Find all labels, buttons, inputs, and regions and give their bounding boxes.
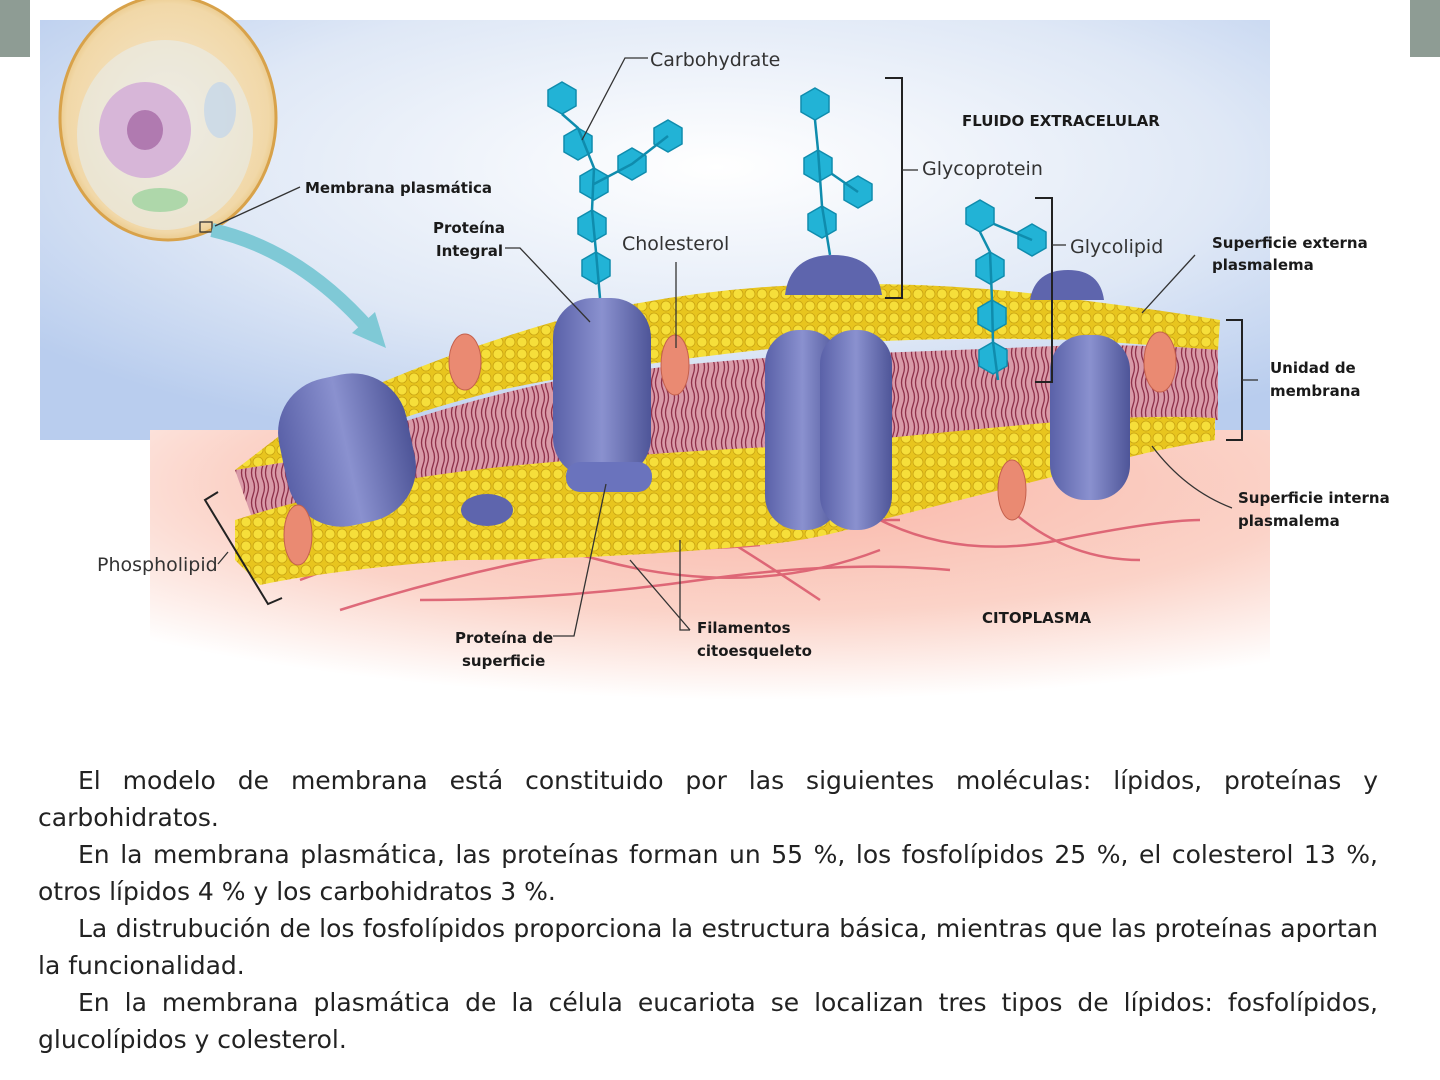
surface-protein xyxy=(566,462,652,492)
phospholipid-bracket xyxy=(203,491,283,606)
label-filamentos-2: citoesqueleto xyxy=(697,642,812,660)
label-proteina-superficie-1: Proteína de xyxy=(455,629,553,647)
channel-protein-right xyxy=(820,330,892,530)
label-citoplasma: CITOPLASMA xyxy=(982,609,1091,627)
label-glycolipid: Glycolipid xyxy=(1070,236,1163,258)
inner-leaflet-surface xyxy=(235,416,1215,585)
glycoprotein-dome xyxy=(785,255,882,295)
leader-proteina-integral xyxy=(505,247,591,323)
label-phospholipid: Phospholipid xyxy=(97,554,218,576)
peripheral-protein-dome xyxy=(1030,270,1104,300)
label-superficie-externa-1: Superficie externa xyxy=(1212,234,1368,252)
label-proteina-superficie-2: superficie xyxy=(462,652,545,670)
label-superficie-interna-1: Superficie interna xyxy=(1238,489,1390,507)
leader-filamentos xyxy=(629,540,691,631)
carbohydrate-bonds xyxy=(561,113,1033,381)
leader-phospholipid xyxy=(217,551,229,565)
zoom-arrow xyxy=(210,223,376,335)
label-proteina-integral-2: Integral xyxy=(436,242,503,260)
label-glycoprotein: Glycoprotein xyxy=(922,158,1043,180)
membrane-diagram: Carbohydrate FLUIDO EXTRACELULAR Glycopr… xyxy=(40,0,1390,700)
glycoprotein-bracket xyxy=(885,77,903,299)
label-filamentos-1: Filamentos xyxy=(697,619,791,637)
glycolipid-bracket xyxy=(1035,197,1053,383)
outer-leaflet-surface xyxy=(235,284,1220,470)
leader-proteina-superficie xyxy=(553,483,607,637)
transmembrane-protein-left xyxy=(278,373,416,527)
leader-superficie-interna xyxy=(1151,445,1233,509)
corner-decoration-left xyxy=(0,0,30,57)
leader-membrana-plasmatica xyxy=(214,186,301,227)
label-proteina-integral-1: Proteína xyxy=(433,219,505,237)
label-fluido-extracelular: FLUIDO EXTRACELULAR xyxy=(962,112,1160,130)
inner-protein-blob xyxy=(461,494,513,526)
label-carbohydrate: Carbohydrate xyxy=(650,49,780,71)
label-unidad-membrana-2: membrana xyxy=(1270,382,1361,400)
phospholipid-bilayer xyxy=(235,284,1220,585)
label-membrana-plasmatica: Membrana plasmática xyxy=(305,179,492,197)
label-superficie-interna-2: plasmalema xyxy=(1238,512,1340,530)
corner-decoration-right xyxy=(1410,0,1440,57)
paragraph-1: El modelo de membrana está constituido p… xyxy=(38,766,1378,832)
label-superficie-externa-2: plasmalema xyxy=(1212,256,1314,274)
paragraph-3: La distrubución de los fosfolípidos prop… xyxy=(38,914,1378,980)
leader-carbohydrate xyxy=(581,57,648,141)
cell-illustration xyxy=(58,0,278,242)
integral-protein xyxy=(553,298,651,478)
cholesterol-molecules xyxy=(283,331,1177,566)
paragraph-2: En la membrana plasmática, las proteínas… xyxy=(38,840,1378,906)
description-text: El modelo de membrana está constituido p… xyxy=(38,762,1378,1058)
label-unidad-membrana-1: Unidad de xyxy=(1270,359,1356,377)
transmembrane-protein-right xyxy=(1050,335,1130,500)
label-cholesterol: Cholesterol xyxy=(622,233,729,255)
zoom-arrow-head xyxy=(352,312,386,348)
leader-superficie-externa xyxy=(1141,254,1196,314)
paragraph-4: En la membrana plasmática de la célula e… xyxy=(38,988,1378,1054)
lipid-tails xyxy=(235,345,1218,540)
